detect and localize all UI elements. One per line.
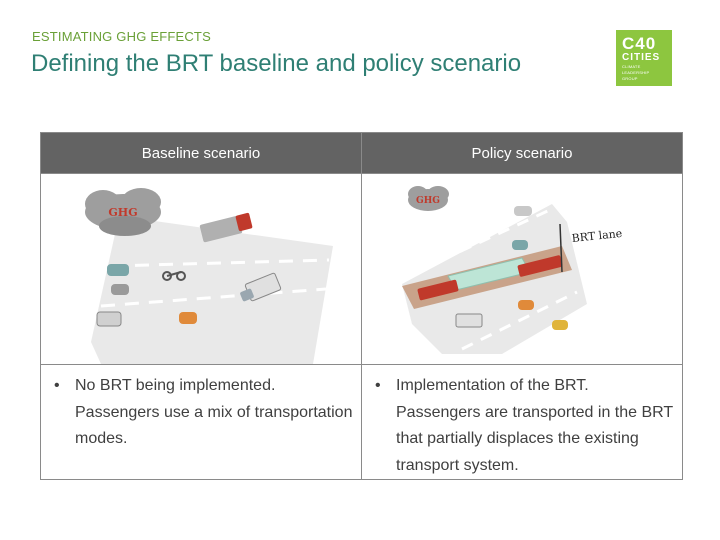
baseline-illustration-cell: GHG — [41, 174, 362, 365]
brt-lane-sign: BRT lane — [571, 227, 623, 245]
teal-car-icon — [512, 240, 528, 250]
policy-description-cell: • Implementation of the BRT. Passengers … — [362, 365, 683, 480]
van-icon — [97, 312, 121, 326]
yellow-car-icon — [552, 320, 568, 330]
box-truck-icon — [456, 314, 482, 327]
cloud-label-small: GHG — [416, 196, 440, 206]
logo-line-2: CITIES — [622, 52, 666, 64]
baseline-description-text: No BRT being implemented. Passengers use… — [75, 377, 352, 447]
policy-illustration: GHG BRT lane — [362, 174, 682, 364]
bullet-dot: • — [375, 373, 381, 400]
bullet-dot: • — [54, 373, 60, 400]
logo-line-1: C40 — [622, 35, 666, 52]
baseline-header: Baseline scenario — [41, 133, 362, 174]
orange-car-icon — [179, 312, 197, 324]
baseline-description: • No BRT being implemented. Passengers u… — [41, 365, 361, 453]
ghg-cloud-small: GHG — [408, 186, 449, 211]
policy-header: Policy scenario — [362, 133, 683, 174]
logo-line-3: CLIMATE LEADERSHIP GROUP — [622, 64, 666, 82]
orange-car-icon — [518, 300, 534, 310]
cloud-label: GHG — [108, 206, 137, 219]
section-kicker: ESTIMATING GHG EFFECTS — [32, 29, 211, 44]
scenario-table: Baseline scenario Policy scenario GHG — [40, 132, 683, 480]
car-icon — [107, 264, 129, 276]
ghg-cloud: GHG — [85, 188, 161, 236]
policy-description-text: Implementation of the BRT. Passengers ar… — [396, 377, 673, 474]
grey-car-icon — [111, 284, 129, 295]
policy-illustration-cell: GHG BRT lane — [362, 174, 683, 365]
baseline-description-cell: • No BRT being implemented. Passengers u… — [41, 365, 362, 480]
baseline-illustration: GHG — [41, 174, 361, 364]
c40-logo: C40 CITIES CLIMATE LEADERSHIP GROUP — [616, 30, 672, 86]
page-title: Defining the BRT baseline and policy sce… — [31, 50, 521, 78]
car-icon — [514, 206, 532, 216]
policy-description: • Implementation of the BRT. Passengers … — [362, 365, 682, 479]
